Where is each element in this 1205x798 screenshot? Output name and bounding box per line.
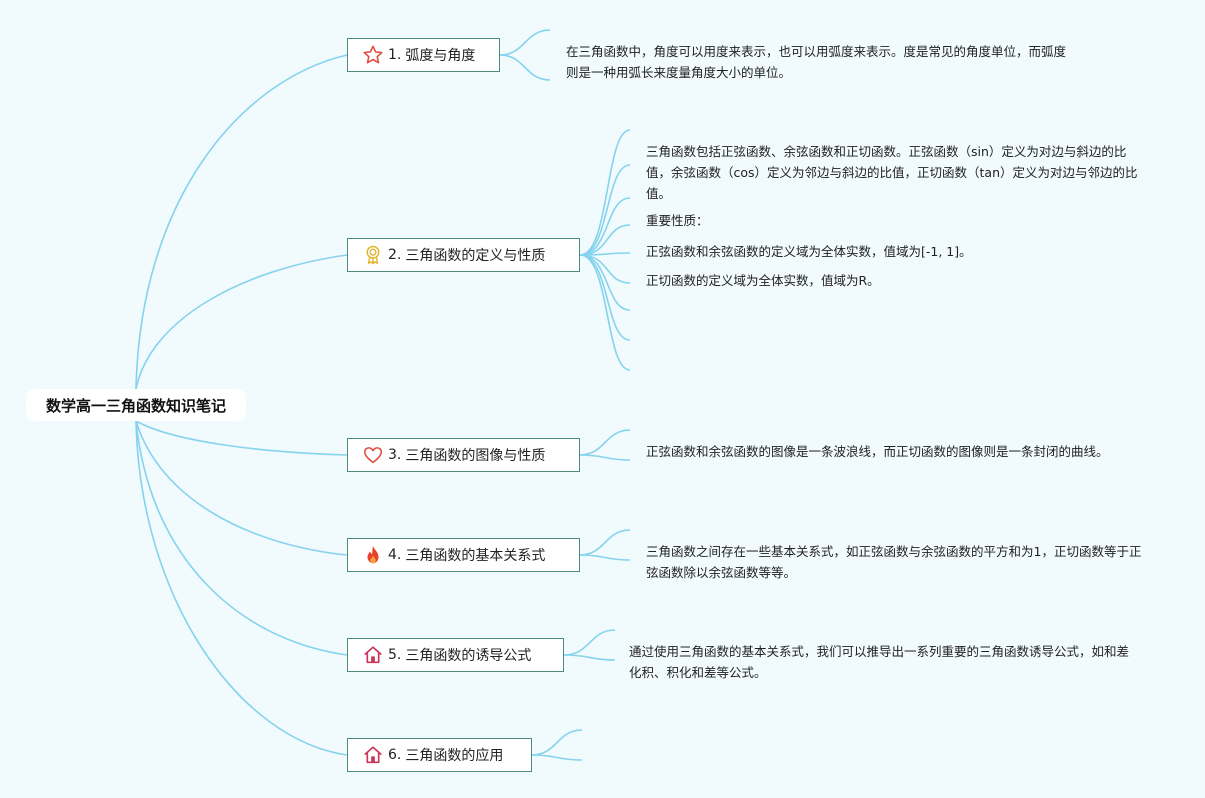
topic-number: 1. bbox=[388, 47, 402, 63]
heart-icon bbox=[362, 444, 384, 466]
root-title: 数学高一三角函数知识笔记 bbox=[45, 396, 226, 415]
topic-title: 三角函数的图像与性质 bbox=[405, 448, 546, 464]
house-icon bbox=[362, 744, 384, 766]
link-root-topic-5 bbox=[135, 420, 348, 656]
topic-title: 三角函数的定义与性质 bbox=[405, 248, 546, 264]
topic-number: 6. bbox=[388, 747, 402, 763]
topic-3[interactable]: 3. 三角函数的图像与性质 bbox=[347, 438, 580, 472]
topic-title: 三角函数的诱导公式 bbox=[405, 648, 532, 664]
topic-number: 3. bbox=[388, 447, 402, 463]
topic-1-note: 在三角函数中，角度可以用度来表示，也可以用弧度来表示。度是常见的角度单位，而弧度… bbox=[566, 44, 1067, 80]
topic-5-note: 通过使用三角函数的基本关系式，我们可以推导出一系列重要的三角函数诱导公式，如和差… bbox=[629, 644, 1130, 680]
link-topic-1-note bbox=[499, 29, 551, 56]
fire-icon bbox=[362, 544, 384, 566]
topic-number: 2. bbox=[388, 247, 402, 263]
topic-6[interactable]: 6. 三角函数的应用 bbox=[347, 738, 532, 772]
topic-title: 三角函数的基本关系式 bbox=[405, 548, 546, 564]
topic-2-note-sin-cos-domain: 正弦函数和余弦函数的定义域为全体实数，值域为[-1, 1]。 bbox=[646, 244, 972, 259]
topic-4-note: 三角函数之间存在一些基本关系式，如正弦函数与余弦函数的平方和为1，正切函数等于正… bbox=[646, 544, 1142, 580]
link-root-topic-2 bbox=[135, 254, 348, 390]
topic-5[interactable]: 5. 三角函数的诱导公式 bbox=[347, 638, 564, 672]
topic-number: 4. bbox=[388, 547, 402, 563]
topic-1[interactable]: 1. 弧度与角度 bbox=[347, 38, 500, 72]
award-ribbon-icon bbox=[362, 244, 384, 266]
root-topic[interactable]: 数学高一三角函数知识笔记 bbox=[26, 389, 246, 421]
link-root-topic-3 bbox=[135, 420, 348, 456]
topic-title: 三角函数的应用 bbox=[405, 748, 504, 764]
link-topic-1-note bbox=[499, 54, 551, 81]
topic-2-note-definition: 三角函数包括正弦函数、余弦函数和正切函数。正弦函数（sin）定义为对边与斜边的比… bbox=[646, 144, 1138, 201]
star-icon bbox=[362, 44, 384, 66]
link-root-topic-6 bbox=[135, 420, 348, 756]
topic-number: 5. bbox=[388, 647, 402, 663]
topic-2-note-properties-heading: 重要性质： bbox=[646, 213, 709, 228]
house-icon bbox=[362, 644, 384, 666]
topic-3-note: 正弦函数和余弦函数的图像是一条波浪线，而正切函数的图像则是一条封闭的曲线。 bbox=[646, 444, 1109, 459]
topic-2-note-tan-domain: 正切函数的定义域为全体实数，值域为R。 bbox=[646, 273, 880, 288]
link-root-topic-4 bbox=[135, 420, 348, 556]
topic-4[interactable]: 4. 三角函数的基本关系式 bbox=[347, 538, 580, 572]
topic-title: 弧度与角度 bbox=[405, 48, 476, 64]
link-root-topic-1 bbox=[135, 54, 348, 390]
topic-2[interactable]: 2. 三角函数的定义与性质 bbox=[347, 238, 580, 272]
